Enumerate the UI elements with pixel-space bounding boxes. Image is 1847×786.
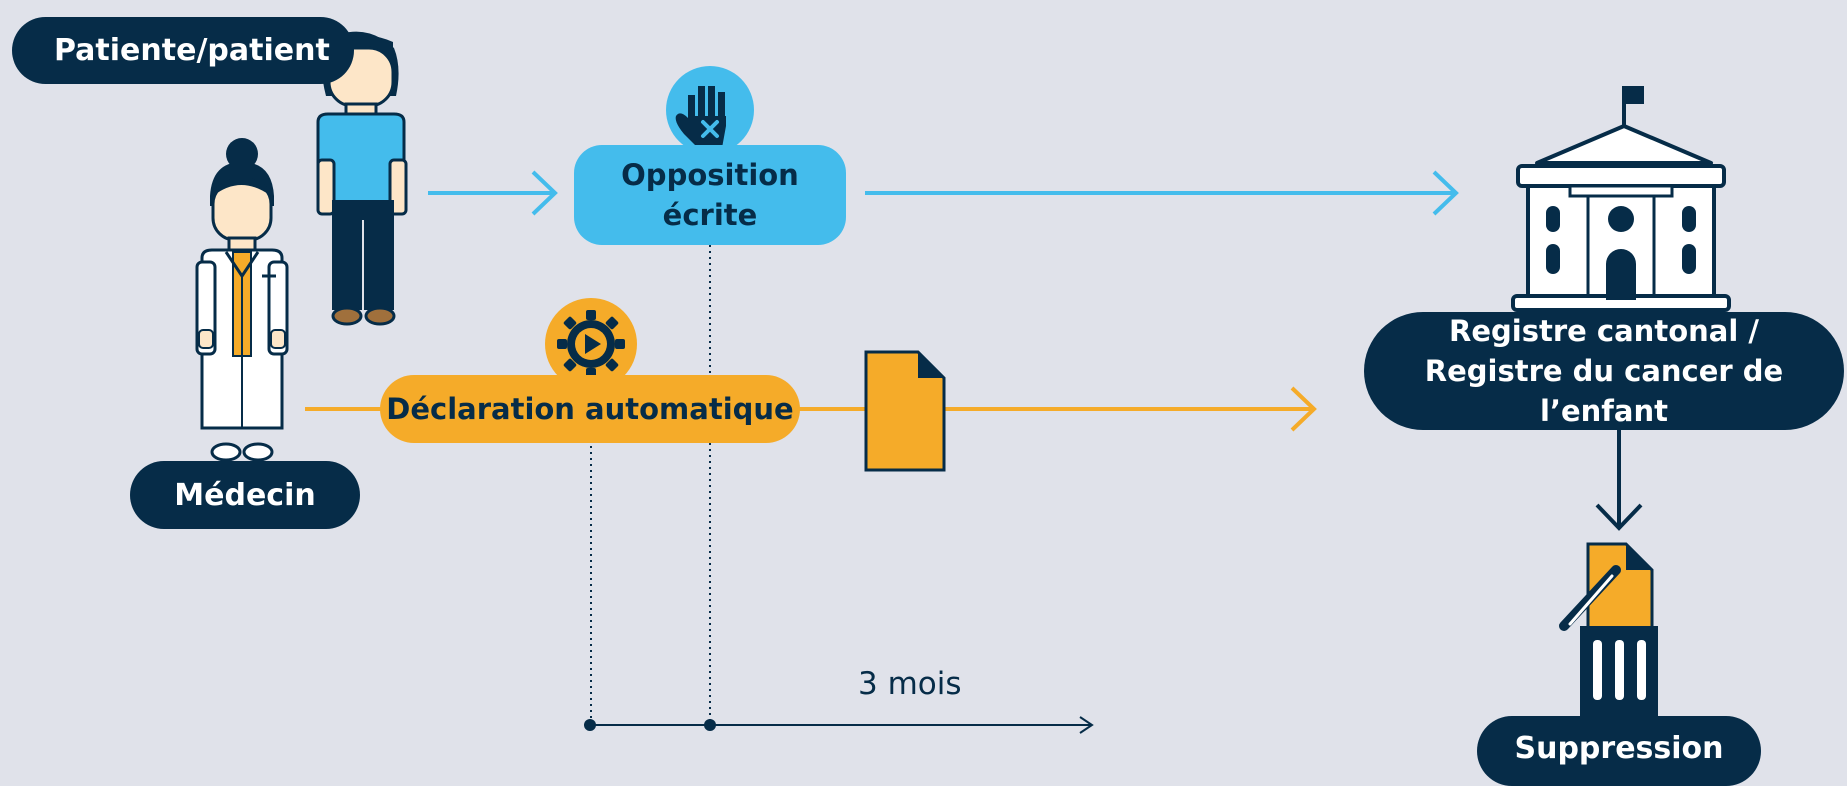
doctor-label: Médecin: [130, 461, 360, 529]
duration-label: 3 mois: [858, 666, 962, 702]
registry-label: Registre cantonal / Registre du cancer d…: [1364, 312, 1844, 430]
timeline-axis: [584, 716, 1094, 734]
building-icon: [1511, 86, 1731, 312]
doctor-figure: [195, 138, 289, 462]
trash-document-icon: [1559, 542, 1658, 718]
hand-stop-icon: [666, 66, 754, 154]
document-icon: [864, 350, 946, 472]
gear-play-icon: [545, 298, 637, 390]
registry-to-suppression-arrow: [1595, 430, 1643, 531]
suppression-label: Suppression: [1477, 716, 1761, 786]
patient-to-opposition-arrow: [428, 170, 558, 216]
opposition-to-registry-arrow: [865, 170, 1459, 216]
declaration-box: Déclaration automatique: [380, 375, 800, 443]
patient-label: Patiente/patient: [12, 17, 354, 84]
opposition-box: Opposition écrite: [574, 145, 846, 245]
